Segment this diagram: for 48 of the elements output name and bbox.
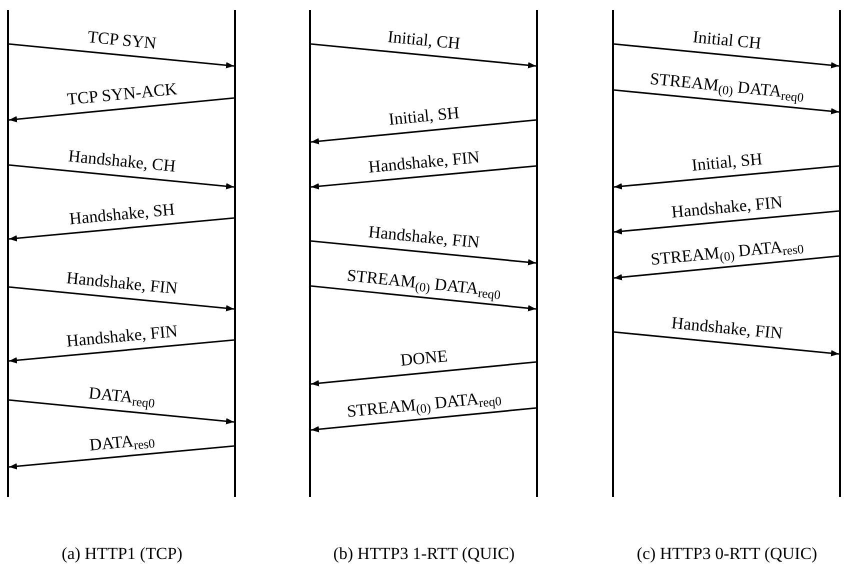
message-arrow — [8, 399, 234, 424]
edge-label: Handshake, SH — [68, 200, 175, 227]
message-arrow — [310, 407, 536, 432]
panel-caption: (b) HTTP3 1-RTT (QUIC) — [333, 545, 515, 562]
edge-label: Initial, SH — [387, 104, 460, 128]
message-arrow — [8, 43, 234, 68]
message-arrow — [8, 445, 234, 470]
message-arrow — [614, 210, 840, 234]
lifeline — [309, 10, 311, 497]
edge-label: DONE — [399, 347, 448, 369]
panel-caption: (a) HTTP1 (TCP) — [62, 545, 182, 562]
message-arrow — [310, 361, 536, 386]
message-arrow — [8, 339, 234, 364]
message-arrow — [310, 240, 536, 266]
message-arrow — [614, 165, 840, 190]
lifeline — [839, 10, 841, 497]
message-arrow — [8, 97, 234, 122]
message-arrow — [310, 43, 536, 68]
message-arrow — [614, 255, 840, 280]
edge-label: Initial, CH — [386, 28, 460, 52]
message-arrow — [8, 217, 234, 242]
lifeline — [7, 10, 9, 497]
edge-label: TCP SYN-ACK — [66, 80, 178, 108]
edge-label: Handshake, FIN — [670, 192, 783, 220]
lifeline — [612, 10, 614, 497]
edge-label: Handshake, FIN — [65, 322, 178, 350]
edge-label: DATA$_{req0}$ — [88, 384, 156, 408]
edge-label: Handshake, FIN — [670, 314, 783, 342]
edge-label: Handshake, FIN — [367, 148, 480, 176]
edge-label: STREAM$_{(0)}$ DATA$_{req0}$ — [648, 70, 804, 102]
edge-label: Handshake, FIN — [65, 269, 178, 297]
edge-label: Initial CH — [692, 28, 762, 52]
edge-label: TCP SYN — [86, 28, 157, 52]
panel-caption: (c) HTTP3 0-RTT (QUIC) — [636, 545, 818, 562]
edge-label: Handshake, FIN — [367, 223, 480, 251]
message-arrow — [310, 119, 536, 144]
message-arrow — [8, 286, 234, 312]
edge-label: Initial, SH — [690, 150, 763, 174]
message-arrow — [614, 331, 840, 356]
message-arrow — [614, 43, 840, 68]
message-arrow — [310, 165, 536, 190]
edge-label: STREAM$_{(0)}$ DATA$_{req0}$ — [346, 266, 502, 299]
lifeline — [234, 10, 236, 497]
message-arrow — [614, 89, 840, 114]
lifeline — [536, 10, 538, 497]
edge-label: Handshake, CH — [67, 147, 176, 175]
message-arrow — [310, 285, 536, 312]
message-arrow — [8, 164, 234, 190]
